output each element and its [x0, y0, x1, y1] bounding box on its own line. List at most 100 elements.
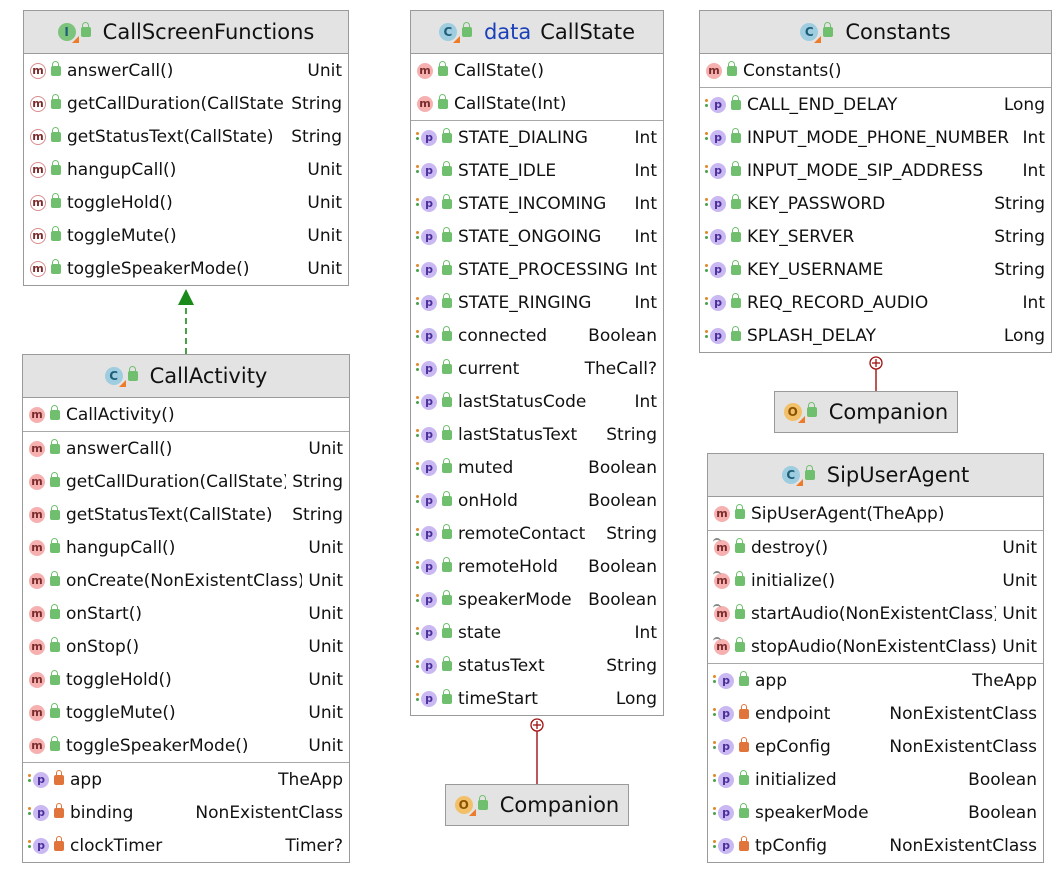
private-visibility-icon: [739, 736, 749, 752]
member-name: binding: [70, 802, 134, 823]
class-type-icon: C: [104, 366, 138, 387]
public-visibility-icon: [51, 126, 61, 142]
method-icon: m: [29, 539, 45, 556]
class-type-icon: C: [800, 22, 834, 43]
public-visibility-icon: [442, 127, 452, 143]
public-visibility-icon: [739, 802, 749, 818]
member-name: toggleHold(): [66, 669, 172, 690]
interface-type-icon: I: [57, 22, 91, 43]
public-visibility-icon: [442, 622, 452, 638]
member-type: String: [994, 226, 1045, 247]
public-visibility-icon: [50, 603, 60, 619]
public-visibility-icon: [438, 60, 448, 76]
member-type: Int: [634, 193, 657, 214]
member-name: INPUT_MODE_PHONE_NUMBER: [747, 127, 1010, 148]
public-visibility-icon: [731, 94, 741, 110]
member-type: Boolean: [588, 457, 657, 478]
member-type: Unit: [308, 537, 343, 558]
public-visibility-icon: [51, 192, 61, 208]
public-visibility-icon: [731, 226, 741, 242]
member-name: KEY_SERVER: [747, 226, 855, 247]
property-icon: p: [416, 624, 437, 641]
method-icon: m: [417, 95, 433, 112]
member-type: String: [994, 193, 1045, 214]
property-icon: p: [713, 837, 734, 854]
public-visibility-icon: [438, 93, 448, 109]
public-visibility-icon: [442, 292, 452, 308]
